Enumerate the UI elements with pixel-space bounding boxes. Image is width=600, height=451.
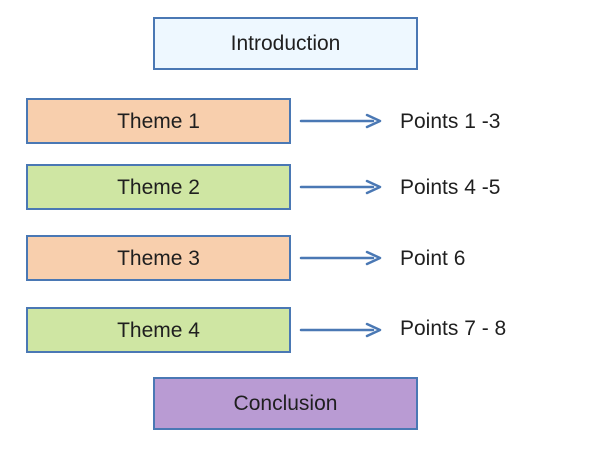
conclusion-box: Conclusion (153, 377, 418, 430)
theme-3-points-label: Point 6 (400, 247, 466, 270)
right-arrow-icon (299, 113, 382, 129)
theme-1-box: Theme 1 (26, 98, 291, 144)
theme-2-box: Theme 2 (26, 164, 291, 210)
introduction-label: Introduction (230, 32, 341, 55)
theme-1-label: Theme 1 (117, 109, 200, 133)
conclusion-label: Conclusion (233, 392, 338, 415)
introduction-box: Introduction (153, 17, 418, 70)
theme-3-box: Theme 3 (26, 235, 291, 281)
theme-2-label: Theme 2 (117, 175, 200, 199)
theme-2-points-label: Points 4 -5 (400, 176, 501, 199)
right-arrow-icon (299, 179, 382, 195)
theme-3-label: Theme 3 (117, 246, 200, 270)
right-arrow-icon (299, 250, 382, 266)
theme-1-points-label: Points 1 -3 (400, 110, 501, 133)
theme-4-points-label: Points 7 - 8 (400, 317, 507, 340)
theme-4-label: Theme 4 (117, 318, 200, 342)
theme-4-box: Theme 4 (26, 307, 291, 353)
right-arrow-icon (299, 322, 382, 338)
